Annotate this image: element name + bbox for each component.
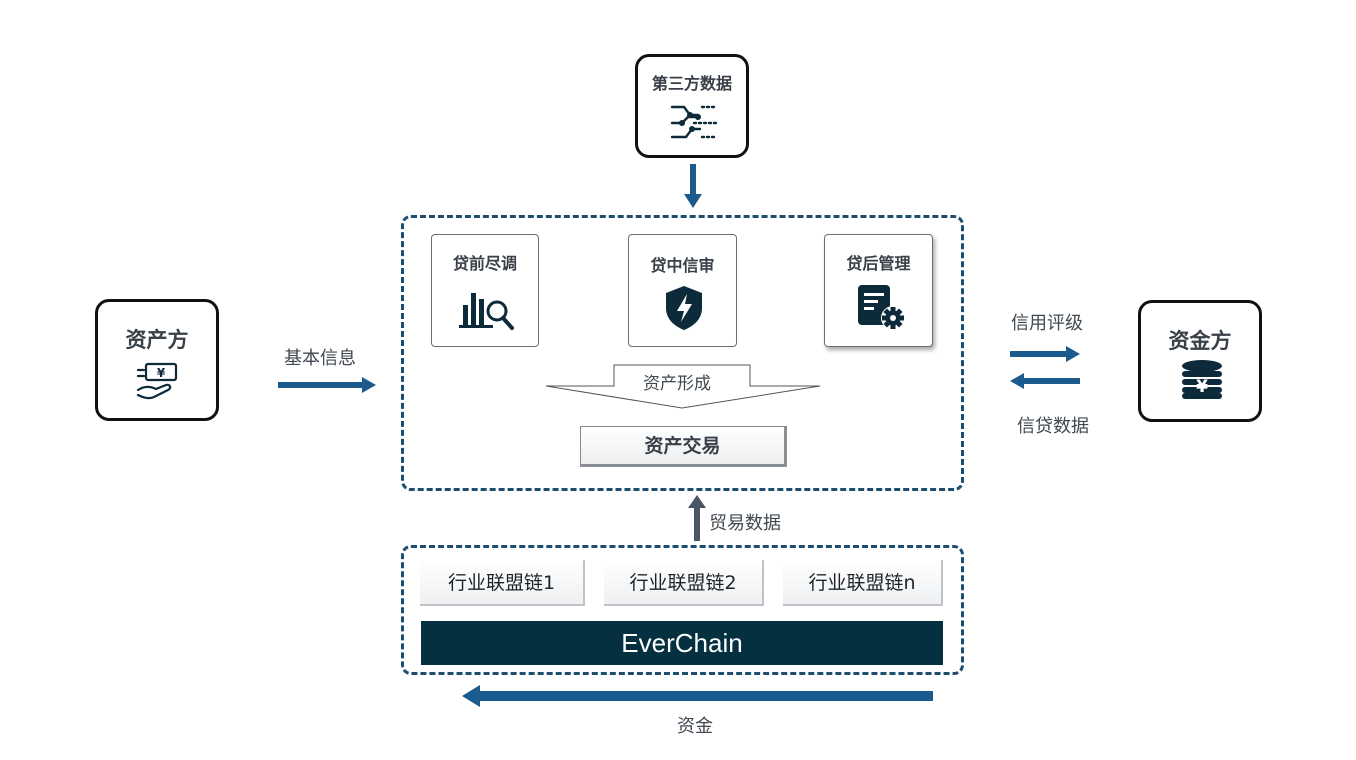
in-loan-card: 贷中信审 <box>628 234 737 347</box>
chain-box <box>401 545 964 675</box>
asset-party-title: 资产方 <box>125 328 189 352</box>
fund-party-box: 资金方 ¥ <box>1138 300 1262 422</box>
svg-text:¥: ¥ <box>1196 377 1208 397</box>
data-flow-icon <box>670 105 718 139</box>
third-party-title: 第三方数据 <box>651 74 732 93</box>
asset-formation-arrow <box>545 364 821 409</box>
basic-info-arrow <box>278 377 376 393</box>
funds-label: 资金 <box>677 716 713 737</box>
yuan-coins-icon: ¥ <box>1182 360 1222 399</box>
document-gear-icon <box>858 285 905 330</box>
pre-loan-card: 贷前尽调 <box>431 234 539 347</box>
credit-data-arrow <box>1010 373 1080 389</box>
shield-bolt-icon <box>666 286 702 330</box>
pre-loan-title: 贷前尽调 <box>452 254 517 273</box>
everchain-bar: EverChain <box>421 621 943 665</box>
chain-item-2: 行业联盟链2 <box>604 560 764 606</box>
in-loan-title: 贷中信审 <box>650 256 715 275</box>
asset-trading-label: 资产交易 <box>644 435 721 457</box>
asset-party-box: 资产方 ¥ <box>95 299 219 421</box>
asset-formation-label: 资产形成 <box>643 374 711 394</box>
third-party-data-box: 第三方数据 <box>635 54 749 158</box>
basic-info-label: 基本信息 <box>284 348 356 369</box>
asset-trading-box: 资产交易 <box>580 426 787 467</box>
credit-data-label: 信贷数据 <box>1017 416 1089 437</box>
yuan-hand-icon: ¥ <box>136 362 178 400</box>
fund-party-title: 资金方 <box>1168 329 1232 353</box>
chain-item-1: 行业联盟链1 <box>420 560 585 606</box>
everchain-label: EverChain <box>621 628 743 658</box>
funds-arrow <box>462 685 933 707</box>
post-loan-card: 贷后管理 <box>824 234 933 347</box>
platform-box <box>401 215 964 491</box>
third-party-arrow <box>684 164 702 208</box>
trade-data-label: 贸易数据 <box>709 513 781 534</box>
svg-text:¥: ¥ <box>157 366 166 380</box>
credit-rating-label: 信用评级 <box>1011 313 1083 334</box>
post-loan-title: 贷后管理 <box>846 254 911 273</box>
credit-rating-arrow <box>1010 346 1080 362</box>
chain-item-n: 行业联盟链n <box>783 560 943 606</box>
chart-magnifier-icon <box>459 293 514 330</box>
trade-data-arrow <box>688 495 706 541</box>
